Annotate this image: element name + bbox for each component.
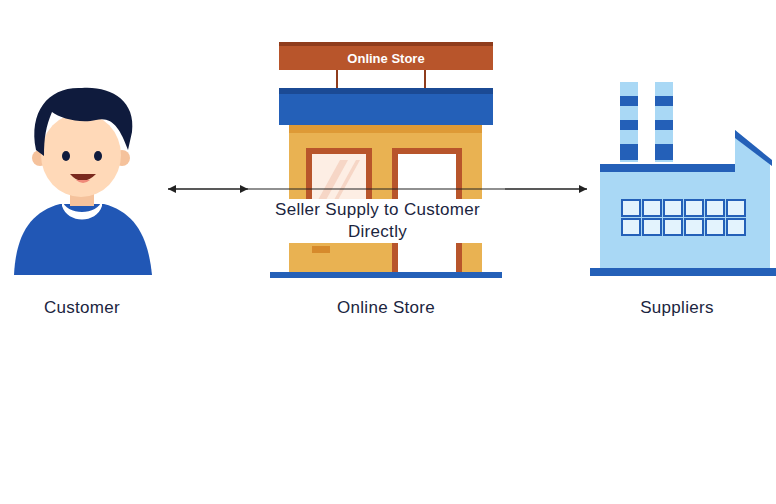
factory-window — [622, 200, 640, 216]
customer-node: Customer — [10, 85, 168, 342]
supplier-node: Suppliers — [587, 80, 774, 342]
flow-connector — [168, 185, 587, 193]
factory-figure — [590, 82, 776, 276]
factory-window — [622, 219, 640, 235]
factory-window — [664, 219, 682, 235]
sign-text: Online Store — [347, 51, 424, 66]
store-sign: Online Store — [279, 42, 493, 70]
factory-window — [685, 219, 703, 235]
node-label: Online Store — [337, 298, 435, 318]
store-node: Online StoreOnline Store — [248, 38, 505, 342]
factory-window — [643, 200, 661, 216]
store-figure — [270, 70, 502, 278]
edge-label: Seller Supply to Customer Directly — [254, 199, 502, 243]
factory-window — [685, 200, 703, 216]
factory-window — [664, 200, 682, 216]
connector-line — [168, 188, 587, 189]
factory-window — [643, 219, 661, 235]
customer-figure — [14, 88, 152, 275]
factory-window — [727, 200, 745, 216]
node-label: Customer — [44, 298, 120, 318]
factory-window — [727, 219, 745, 235]
factory-window — [706, 200, 724, 216]
node-label: Suppliers — [640, 298, 714, 318]
arrow-head — [168, 185, 176, 193]
factory-window — [706, 219, 724, 235]
